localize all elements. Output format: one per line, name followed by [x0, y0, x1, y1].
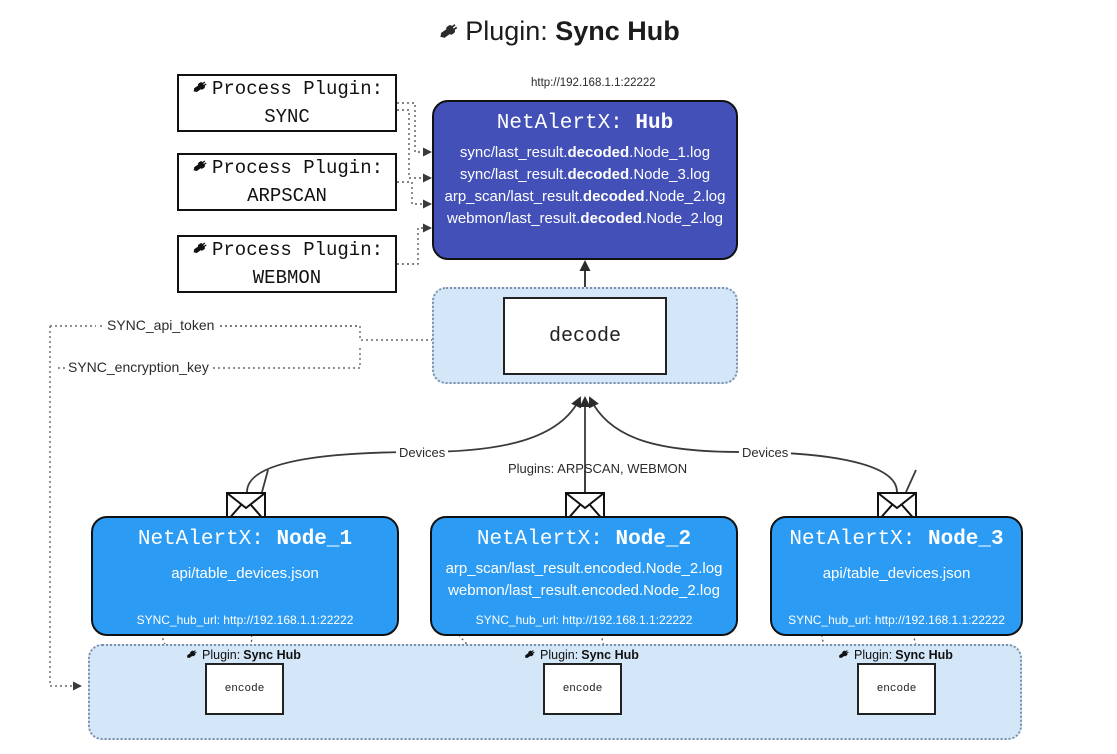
- node-hub-url: SYNC_hub_url: http://192.168.1.1:22222: [136, 613, 354, 627]
- node-box-node-3[interactable]: NetAlertX: Node_3 api/table_devices.json…: [770, 516, 1023, 636]
- page-title-name: Sync Hub: [555, 16, 680, 46]
- encode-box-node-1[interactable]: encode: [205, 663, 284, 715]
- devices-label-right: Devices: [739, 445, 792, 460]
- node-title: NetAlertX: Node_2: [476, 528, 692, 551]
- encode-box-node-3[interactable]: encode: [857, 663, 936, 715]
- encode-plugin-prefix: Plugin:: [202, 648, 241, 662]
- encode-label: encode: [876, 683, 917, 695]
- process-plugin-box-sync[interactable]: Process Plugin: SYNC: [177, 74, 397, 132]
- hub-log-line: sync/last_result.decoded.Node_3.log: [459, 166, 711, 183]
- plug-icon: [191, 155, 211, 184]
- node-hub-url: SYNC_hub_url: http://192.168.1.1:22222: [788, 613, 1005, 627]
- process-plugin-box-arpscan[interactable]: Process Plugin: ARPSCAN: [177, 153, 397, 211]
- encode-plugin-tag: Plugin: Sync Hub: [837, 646, 953, 664]
- page-title-prefix: Plugin:: [465, 16, 548, 46]
- plugins-label-center: Plugins: ARPSCAN, WEBMON: [508, 461, 688, 476]
- hub-node[interactable]: NetAlertX: Hub sync/last_result.decoded.…: [432, 100, 738, 260]
- decode-label: decode: [548, 324, 621, 348]
- node-log-line: api/table_devices.json: [171, 565, 319, 582]
- hub-title: NetAlertX: Hub: [496, 112, 674, 135]
- process-plugin-box-webmon[interactable]: Process Plugin: WEBMON: [177, 235, 397, 293]
- encode-plugin-prefix: Plugin:: [854, 648, 893, 662]
- plug-icon: [523, 646, 538, 664]
- process-plugin-name: WEBMON: [252, 266, 322, 289]
- encode-box-node-2[interactable]: encode: [543, 663, 622, 715]
- encode-plugin-name: Sync Hub: [581, 648, 639, 662]
- hub-log-line: arp_scan/last_result.decoded.Node_2.log: [444, 188, 726, 205]
- node-box-node-2[interactable]: NetAlertX: Node_2 arp_scan/last_result.e…: [430, 516, 738, 636]
- plug-icon: [437, 17, 463, 50]
- encode-plugin-tag: Plugin: Sync Hub: [523, 646, 639, 664]
- process-plugin-name: SYNC: [264, 105, 310, 128]
- node-hub-url: SYNC_hub_url: http://192.168.1.1:22222: [475, 613, 693, 627]
- page-title: Plugin: Sync Hub: [0, 16, 1117, 50]
- node-log-line: webmon/last_result.encoded.Node_2.log: [448, 582, 720, 599]
- plug-icon: [185, 646, 200, 664]
- hub-log-line: webmon/last_result.decoded.Node_2.log: [447, 210, 723, 227]
- encode-label: encode: [224, 683, 265, 695]
- encode-plugin-name: Sync Hub: [243, 648, 301, 662]
- process-plugin-title: Process Plugin:: [211, 78, 384, 101]
- node-log-line: api/table_devices.json: [822, 565, 971, 582]
- sync-api-token-label: SYNC_api_token: [104, 317, 218, 333]
- node-box-node-1[interactable]: NetAlertX: Node_1 api/table_devices.json…: [91, 516, 399, 636]
- node-title: NetAlertX: Node_3: [789, 528, 1004, 551]
- plug-icon: [837, 646, 852, 664]
- hub-url-label: http://192.168.1.1:22222: [531, 77, 656, 89]
- devices-label-left: Devices: [396, 445, 449, 460]
- decode-box[interactable]: decode: [503, 297, 667, 375]
- process-plugin-name: ARPSCAN: [247, 184, 327, 207]
- hub-log-line: sync/last_result.decoded.Node_1.log: [459, 144, 711, 161]
- node-log-line: arp_scan/last_result.encoded.Node_2.log: [445, 560, 723, 577]
- plug-icon: [191, 237, 211, 266]
- encode-plugin-tag: Plugin: Sync Hub: [185, 646, 301, 664]
- plug-icon: [191, 76, 211, 105]
- node-title: NetAlertX: Node_1: [137, 528, 353, 551]
- encode-label: encode: [562, 683, 603, 695]
- encode-plugin-name: Sync Hub: [895, 648, 953, 662]
- process-plugin-title: Process Plugin:: [211, 239, 384, 262]
- process-plugin-title: Process Plugin:: [211, 157, 384, 180]
- sync-encryption-key-label: SYNC_encryption_key: [65, 359, 212, 375]
- encode-plugin-prefix: Plugin:: [540, 648, 579, 662]
